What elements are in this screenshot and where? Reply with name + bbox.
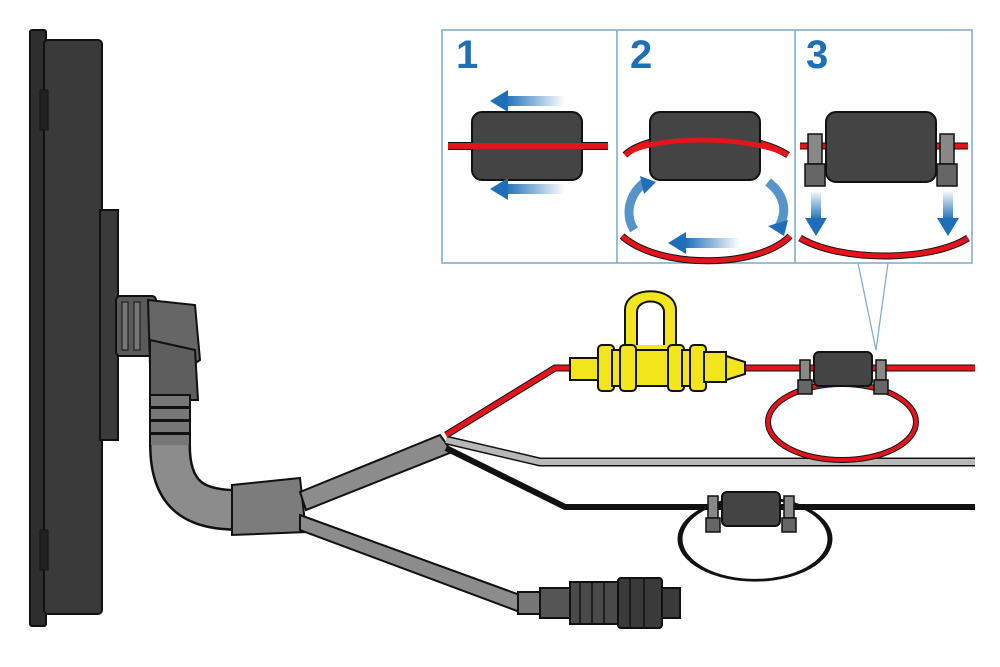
step-2-number: 2 bbox=[630, 33, 652, 77]
ferrite-core-icon bbox=[825, 111, 937, 183]
main-cable bbox=[149, 433, 521, 614]
arrow-down-icon bbox=[805, 190, 827, 236]
step-1-panel: 1 bbox=[448, 33, 608, 200]
cable-tie-icon bbox=[936, 133, 958, 187]
ferrite-core-icon bbox=[649, 111, 761, 181]
cable-tie-icon bbox=[781, 495, 797, 533]
arrow-left-icon bbox=[490, 178, 565, 200]
display-unit bbox=[29, 29, 119, 627]
callout-lines bbox=[857, 262, 889, 351]
cable-tie-icon bbox=[705, 495, 721, 533]
strain-relief bbox=[149, 394, 191, 447]
arrow-left-icon bbox=[668, 232, 740, 254]
ferrite-core-black bbox=[705, 491, 797, 533]
instruction-panels: 1 2 bbox=[441, 29, 973, 265]
nmea-connector bbox=[517, 577, 681, 629]
arrow-curve-icon bbox=[624, 176, 656, 233]
arrow-curve-icon bbox=[765, 178, 789, 236]
step-1-number: 1 bbox=[456, 33, 478, 77]
cable-tie-icon bbox=[873, 359, 889, 395]
cable-tie-icon bbox=[797, 359, 813, 395]
rear-connector bbox=[115, 295, 202, 447]
step-3-number: 3 bbox=[806, 33, 828, 77]
arrow-left-icon bbox=[490, 90, 565, 112]
cable-tie-icon bbox=[804, 133, 826, 187]
ferrite-core-red bbox=[797, 351, 889, 395]
step-3-panel: 3 bbox=[798, 33, 970, 260]
step-2-panel: 2 bbox=[619, 33, 793, 265]
fuse-holder-icon bbox=[569, 290, 746, 392]
arrow-down-icon bbox=[937, 190, 959, 236]
